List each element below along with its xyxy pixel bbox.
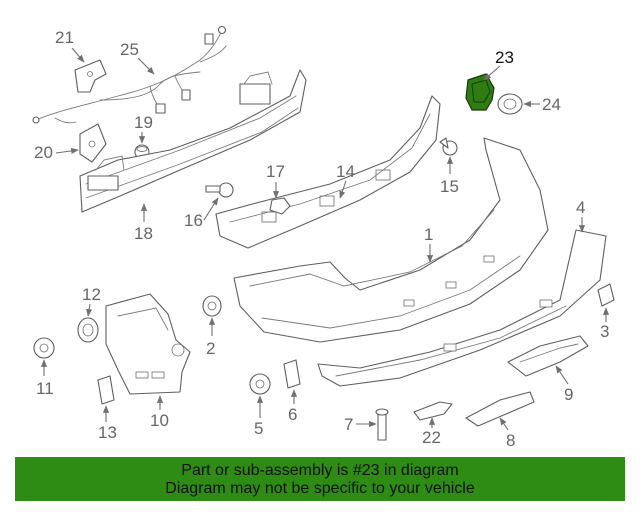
part-grommet-24 bbox=[497, 93, 523, 115]
part-clip-5 bbox=[249, 373, 271, 395]
svg-text:11: 11 bbox=[36, 379, 54, 398]
svg-text:24: 24 bbox=[542, 95, 561, 114]
part-trim-9 bbox=[507, 335, 589, 377]
callout-2: 2 bbox=[206, 317, 215, 358]
part-impact-bar bbox=[79, 69, 307, 213]
part-strip-22 bbox=[413, 401, 453, 421]
callout-15: 15 bbox=[440, 156, 459, 196]
svg-text:20: 20 bbox=[34, 143, 53, 162]
svg-text:4: 4 bbox=[576, 198, 585, 217]
callout-9: 9 bbox=[555, 365, 573, 404]
svg-text:14: 14 bbox=[336, 162, 355, 181]
part-plate-20 bbox=[79, 123, 107, 163]
callout-7: 7 bbox=[344, 415, 377, 434]
svg-text:16: 16 bbox=[184, 211, 203, 230]
part-bracket-3 bbox=[597, 283, 615, 307]
banner-line-part: Part or sub-assembly is #23 in diagram bbox=[181, 462, 459, 479]
callout-19: 19 bbox=[134, 113, 153, 144]
part-splash-shield bbox=[105, 293, 191, 395]
svg-text:15: 15 bbox=[440, 177, 459, 196]
part-bolt-16 bbox=[205, 182, 234, 198]
callout-17: 17 bbox=[266, 162, 285, 199]
banner-line-disclaimer: Diagram may not be specific to your vehi… bbox=[165, 480, 475, 497]
svg-text:19: 19 bbox=[134, 113, 153, 132]
part-clip-2 bbox=[202, 295, 222, 317]
svg-text:9: 9 bbox=[564, 385, 573, 404]
svg-text:17: 17 bbox=[266, 162, 285, 181]
svg-text:21: 21 bbox=[55, 28, 74, 47]
part-bracket-13 bbox=[97, 375, 115, 405]
part-grommet-12 bbox=[77, 317, 99, 343]
callout-8: 8 bbox=[499, 417, 515, 450]
svg-text:25: 25 bbox=[120, 40, 139, 59]
part-23-highlighted bbox=[465, 73, 495, 111]
callout-16: 16 bbox=[184, 197, 219, 230]
part-lower-valance bbox=[317, 229, 607, 387]
part-bolt-15 bbox=[439, 137, 458, 156]
exploded-parts-diagram: 23 21 25 19 20 24 17 14 15 16 18 4 bbox=[32, 25, 615, 450]
part-stud-7 bbox=[375, 408, 389, 441]
svg-text:1: 1 bbox=[424, 225, 433, 244]
callout-24: 24 bbox=[523, 95, 561, 114]
callout-23: 23 bbox=[483, 48, 514, 81]
svg-text:7: 7 bbox=[344, 415, 353, 434]
callout-6: 6 bbox=[288, 389, 297, 424]
callout-12: 12 bbox=[82, 285, 101, 317]
svg-text:6: 6 bbox=[288, 405, 297, 424]
callout-5: 5 bbox=[254, 395, 263, 438]
callout-20: 20 bbox=[34, 143, 79, 162]
callout-11: 11 bbox=[36, 359, 54, 398]
part-retainer-17 bbox=[269, 197, 291, 215]
info-banner: Part or sub-assembly is #23 in diagram D… bbox=[15, 457, 625, 501]
callout-3: 3 bbox=[600, 307, 609, 341]
callout-18: 18 bbox=[134, 203, 153, 243]
callout-21: 21 bbox=[55, 28, 85, 63]
svg-text:2: 2 bbox=[206, 339, 215, 358]
part-wiring-harness bbox=[32, 25, 227, 124]
svg-text:5: 5 bbox=[254, 419, 263, 438]
callout-4: 4 bbox=[576, 198, 585, 233]
svg-text:13: 13 bbox=[98, 423, 117, 442]
svg-text:3: 3 bbox=[600, 322, 609, 341]
part-bumper-cover bbox=[233, 137, 549, 343]
part-clip-11 bbox=[33, 337, 55, 359]
callout-14: 14 bbox=[336, 162, 355, 199]
part-trim-8 bbox=[465, 391, 535, 427]
callout-22: 22 bbox=[422, 417, 441, 447]
svg-text:10: 10 bbox=[150, 411, 169, 430]
callout-10: 10 bbox=[150, 395, 169, 430]
svg-text:18: 18 bbox=[134, 224, 153, 243]
callout-13: 13 bbox=[98, 405, 117, 442]
svg-text:12: 12 bbox=[82, 285, 101, 304]
part-bracket-21 bbox=[74, 59, 107, 93]
part-bracket-6 bbox=[283, 359, 301, 389]
callout-25: 25 bbox=[120, 40, 155, 75]
callout-1: 1 bbox=[424, 225, 433, 263]
svg-text:22: 22 bbox=[422, 428, 441, 447]
svg-text:23: 23 bbox=[495, 48, 514, 67]
svg-text:8: 8 bbox=[506, 431, 515, 450]
